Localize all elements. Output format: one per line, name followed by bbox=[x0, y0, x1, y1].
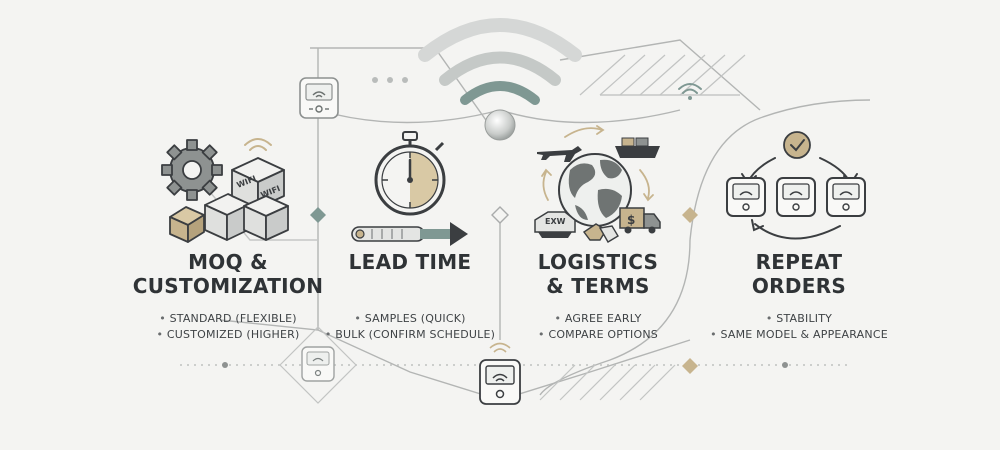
wifi-device-diamond bbox=[301, 346, 335, 382]
beige-box-icon bbox=[169, 206, 205, 243]
bullet-list: AGREE EARLY COMPARE OPTIONS bbox=[488, 311, 708, 343]
bullet-item: CUSTOMIZED (HIGHER) bbox=[118, 327, 338, 343]
ship-icon bbox=[615, 137, 660, 158]
panel-title-line: REPEAT bbox=[755, 250, 843, 274]
wifi-orb-icon bbox=[484, 109, 516, 141]
curved-arrow-icon bbox=[541, 125, 654, 202]
panel-moq-customization: MOQ & CUSTOMIZATION STANDARD (FLEXIBLE) … bbox=[118, 250, 338, 343]
wifi-icon bbox=[244, 138, 272, 151]
wifi-broadcast-icon bbox=[418, 18, 582, 105]
plane-icon bbox=[537, 146, 582, 162]
panel-title-line: MOQ & bbox=[188, 250, 268, 274]
exw-warehouse-icon bbox=[534, 211, 576, 238]
checkmark-icon bbox=[783, 131, 811, 159]
panel-title-line: LOGISTICS bbox=[537, 250, 659, 274]
bullet-item: COMPARE OPTIONS bbox=[488, 327, 708, 343]
bullet-item: SAME MODEL & APPEARANCE bbox=[689, 327, 909, 343]
wifi-device-top bbox=[299, 77, 339, 119]
stopwatch-icon bbox=[374, 131, 446, 216]
panel-title-line: ORDERS bbox=[751, 274, 847, 298]
panel-logistics-illustration: $ bbox=[534, 125, 661, 243]
bullet-item: SAMPLES (QUICK) bbox=[300, 311, 520, 327]
small-wifi-icon bbox=[678, 83, 702, 100]
hatch-decoration-bottom bbox=[539, 364, 676, 401]
bullet-item: AGREE EARLY bbox=[488, 311, 708, 327]
box-icon bbox=[243, 195, 289, 241]
wifi-device-icon bbox=[726, 177, 766, 217]
dollar-icon: $ bbox=[627, 213, 635, 227]
small-nodes bbox=[222, 362, 788, 368]
bullet-item: BULK (CONFIRM SCHEDULE) bbox=[300, 327, 520, 343]
panel-lead-time-illustration bbox=[351, 131, 468, 246]
exw-label: EXW bbox=[545, 217, 566, 226]
gear-icon bbox=[161, 139, 223, 201]
panel-title: MOQ & CUSTOMIZATION bbox=[118, 250, 338, 298]
bullet-item: STABILITY bbox=[689, 311, 909, 327]
panel-title-line: & TERMS bbox=[546, 274, 650, 298]
arrow-right-icon bbox=[420, 222, 468, 246]
panel-logistics-terms: LOGISTICS & TERMS AGREE EARLY COMPARE OP… bbox=[488, 250, 708, 343]
wifi-device-icon bbox=[776, 177, 816, 217]
panel-moq-illustration bbox=[161, 138, 289, 243]
hatch-decoration-top bbox=[579, 54, 746, 96]
panel-repeat-orders: REPEAT ORDERS STABILITY SAME MODEL & APP… bbox=[689, 250, 909, 343]
bullet-list: STANDARD (FLEXIBLE) CUSTOMIZED (HIGHER) bbox=[118, 311, 338, 343]
panel-title: LEAD TIME bbox=[300, 250, 520, 274]
panel-title: LOGISTICS & TERMS bbox=[488, 250, 708, 298]
panel-lead-time: LEAD TIME SAMPLES (QUICK) BULK (CONFIRM … bbox=[300, 250, 520, 343]
conveyor-icon bbox=[351, 226, 425, 242]
panel-title-line: CUSTOMIZATION bbox=[132, 274, 324, 298]
menu-dots-icon bbox=[372, 77, 408, 83]
panel-repeat-illustration bbox=[726, 131, 866, 240]
wifi-device-bottom bbox=[479, 342, 521, 405]
wifi-device-icon bbox=[826, 177, 866, 217]
bullet-item: STANDARD (FLEXIBLE) bbox=[118, 311, 338, 327]
panel-title-line: LEAD TIME bbox=[348, 250, 472, 274]
bullet-list: SAMPLES (QUICK) BULK (CONFIRM SCHEDULE) bbox=[300, 311, 520, 343]
panel-title: REPEAT ORDERS bbox=[689, 250, 909, 298]
bullet-list: STABILITY SAME MODEL & APPEARANCE bbox=[689, 311, 909, 343]
truck-icon bbox=[619, 207, 661, 234]
handshake-icon bbox=[582, 223, 619, 243]
